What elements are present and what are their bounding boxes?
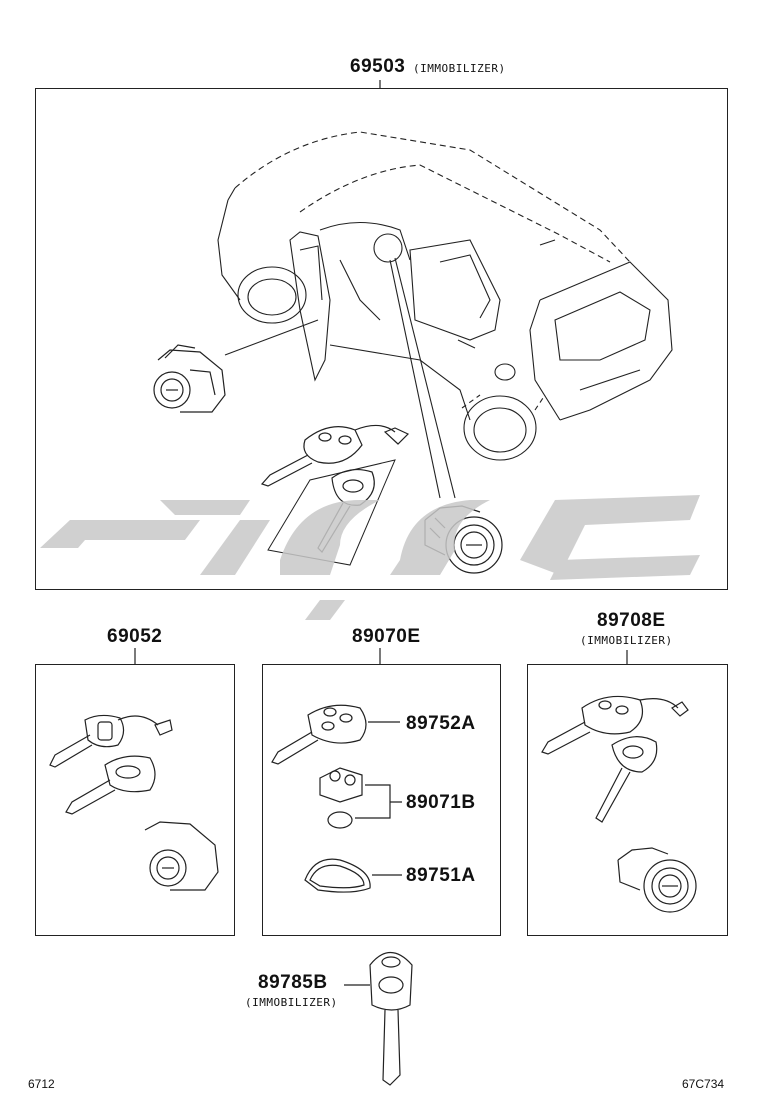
panel-89708E-note: (IMMOBILIZER) [580, 634, 673, 647]
footer-right-code: 67C734 [682, 1077, 725, 1091]
panel-89070E-part-number: 89070E [352, 626, 421, 647]
panel-89708E-part-number: 89708E [597, 610, 666, 631]
panel-69052-drawing [49, 714, 219, 891]
panel-89708E-drawing [541, 695, 697, 913]
single-key-note: (IMMOBILIZER) [245, 996, 338, 1009]
single-key-drawing [344, 951, 413, 1086]
component-89071B-label: 89071B [406, 792, 476, 813]
panel-69052-part-number: 69052 [107, 626, 163, 647]
component-89752A-label: 89752A [406, 713, 476, 734]
watermark-logo [40, 495, 700, 620]
main-assembly-frame [35, 88, 728, 590]
main-assembly-part-number: 69503 [350, 56, 406, 77]
panel-89708E-frame [527, 664, 728, 936]
component-89751A-label: 89751A [406, 865, 476, 886]
footer-left-code: 6712 [28, 1077, 55, 1091]
panel-89070E-drawing [271, 704, 402, 893]
door-lock-cylinder-drawing [153, 344, 226, 413]
panel-89070E-frame [262, 664, 501, 936]
vehicle-outline-drawing [217, 131, 673, 461]
panel-69052-frame [35, 664, 235, 936]
single-key-part-number: 89785B [258, 972, 328, 993]
main-assembly-note: (IMMOBILIZER) [413, 62, 506, 75]
